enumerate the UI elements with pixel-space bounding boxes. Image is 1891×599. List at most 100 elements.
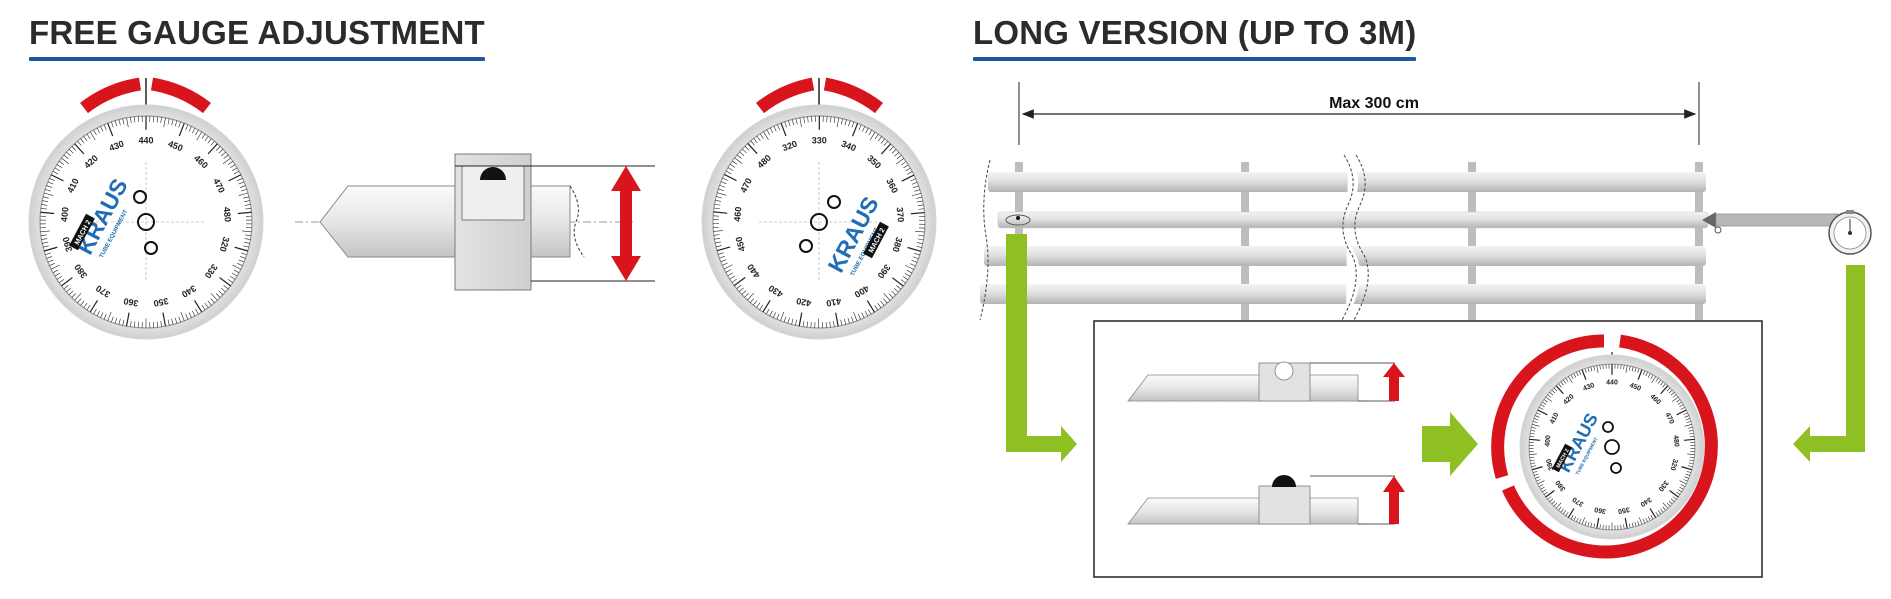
gauge-tick (1549, 392, 1554, 396)
gauge-tick (1530, 462, 1536, 465)
gauge-tick (836, 117, 840, 128)
gauge-tick (877, 303, 882, 309)
gauge-tick (840, 319, 843, 326)
gauge-tick (230, 276, 236, 280)
gauge-tick (46, 185, 53, 188)
gauge-tick (1625, 365, 1628, 373)
gauge-tick (1530, 459, 1535, 462)
gauge-tick (1683, 479, 1688, 482)
gauge-tick (1685, 473, 1691, 476)
gauge-tick (156, 321, 159, 328)
gauge-tick (891, 149, 897, 154)
pipe (980, 284, 1706, 304)
gauge-tick (1560, 508, 1564, 513)
gauge-tick (719, 255, 725, 259)
gauge-tick (763, 131, 769, 140)
gauge-tick (130, 117, 132, 123)
gauge-tick (803, 117, 805, 123)
gauge-tick (753, 300, 758, 306)
gauge-tick (185, 313, 189, 320)
gauge-tick (1634, 521, 1637, 527)
gauge-tick (777, 124, 780, 130)
gauge-tick (126, 117, 129, 128)
gauge-tick (858, 124, 862, 131)
gauge-tick (1683, 438, 1695, 441)
gauge-tick (227, 161, 234, 165)
gauge-tick (40, 234, 47, 236)
gauge-scale-label: 320 (1668, 458, 1678, 471)
gauge-tick (858, 314, 861, 320)
gauge-tick (848, 120, 851, 127)
gauge-tick (904, 273, 911, 277)
gauge-tick (89, 300, 98, 313)
section-title-text: LONG VERSION (UP TO 3M) (973, 14, 1417, 51)
gauge-tick (718, 188, 724, 192)
gauge-tick (787, 317, 790, 324)
gauge-tick (171, 119, 174, 126)
gauge-tick (719, 184, 726, 188)
gauge-tick (52, 269, 59, 273)
gauge-tick (766, 308, 770, 315)
gauge-tick (901, 174, 915, 182)
gauge-tick (234, 246, 249, 252)
gauge-tick (776, 313, 780, 320)
gauge-tick (1532, 421, 1538, 424)
mandrel-body (319, 185, 571, 258)
gauge-tick (1568, 376, 1573, 383)
gauge-tick (861, 126, 866, 132)
gauge-tick (727, 272, 733, 277)
gauge-tick (1687, 453, 1695, 455)
gauge-tick (889, 146, 894, 151)
section-title-long-version: LONG VERSION (UP TO 3M) (973, 14, 1417, 61)
gauge-tick (847, 317, 850, 324)
gauge-tick (244, 238, 251, 240)
gauge-tick (43, 192, 54, 196)
gauge-tick (1576, 517, 1579, 523)
gauge-tick (1679, 486, 1684, 490)
gauge-tick (61, 277, 73, 287)
gauge-tick (880, 138, 885, 144)
support-post (1468, 162, 1476, 320)
gauge-tick (171, 318, 174, 325)
gauge-tick (829, 321, 831, 328)
gauge-tick (228, 174, 242, 182)
gauge-tick (1578, 370, 1582, 376)
gauge-tick (42, 245, 49, 248)
gauge-tick (210, 298, 215, 304)
gauge-tick (178, 121, 181, 128)
gauge-tick (917, 238, 924, 241)
long-version-pipes: Max 300 cm (979, 82, 1872, 321)
gauge-tick (1562, 379, 1567, 384)
gauge-tick (868, 309, 872, 315)
gauge-tick (1637, 368, 1640, 373)
gauge-tick (163, 117, 166, 128)
gauge-tick (770, 127, 774, 134)
gauge-scale-label: 450 (734, 236, 748, 253)
gauge-tick (830, 116, 832, 123)
gauge-tick (747, 143, 758, 155)
gauge-tick (93, 308, 97, 315)
gauge-tick (759, 133, 764, 139)
gauge-tick (188, 312, 192, 318)
gauge-tick (1537, 409, 1548, 416)
gauge-tick (739, 151, 745, 156)
gauge-tick (54, 167, 61, 172)
gauge-tick (733, 276, 746, 287)
gauge-tick (1596, 517, 1600, 529)
gauge-tick (750, 140, 755, 146)
gauge-tick (222, 157, 231, 165)
gauge-tick (238, 181, 245, 185)
gauge-tick (118, 119, 121, 126)
break-line (569, 185, 585, 258)
gauge-tick (71, 293, 77, 298)
gauge-tick (1639, 517, 1643, 525)
gauge-tick (56, 276, 62, 280)
gauge-tick (844, 119, 847, 126)
gauge-tick (218, 148, 224, 154)
gauge-tick (1668, 389, 1673, 394)
gauge-tick (233, 171, 240, 175)
gauge-tick (713, 207, 720, 210)
gauge-tick (77, 298, 82, 304)
gauge-tick (63, 154, 69, 159)
gauge-tick (1551, 500, 1556, 505)
